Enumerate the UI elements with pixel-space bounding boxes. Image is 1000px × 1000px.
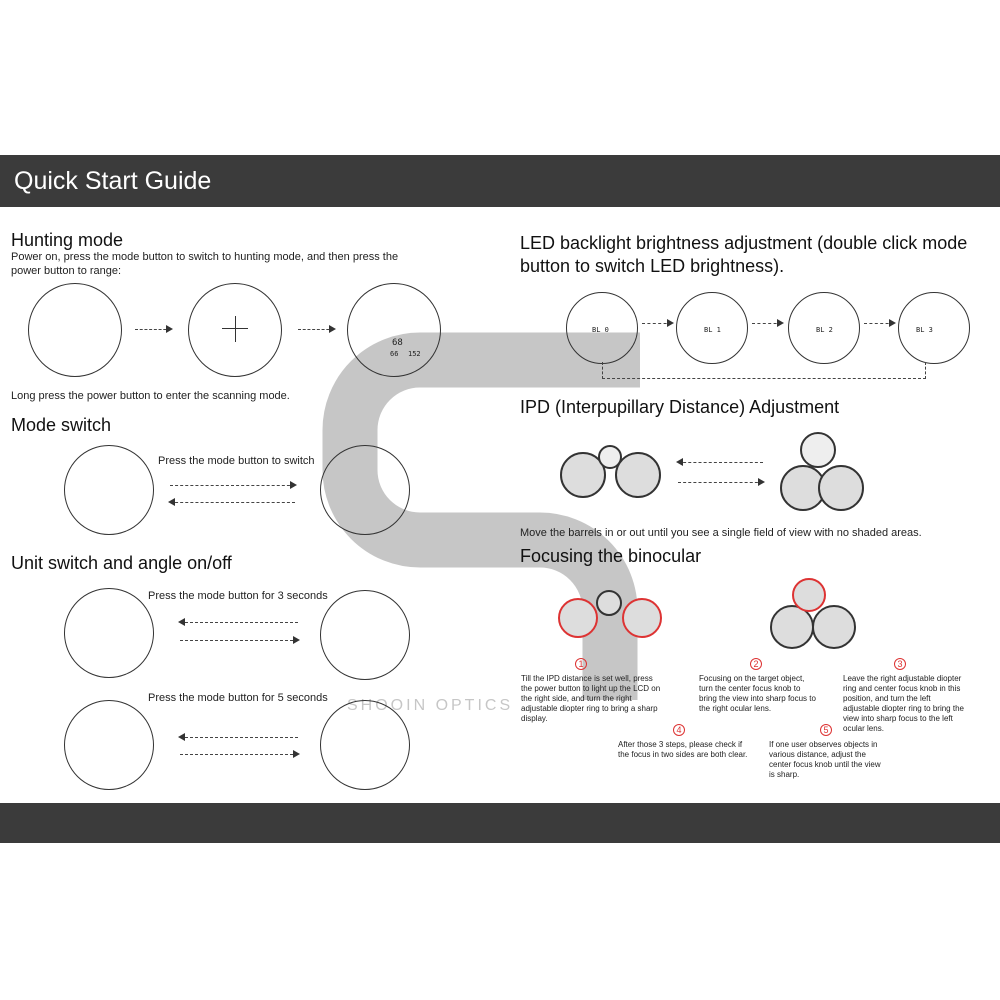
binocular-illustration (812, 605, 856, 649)
arrow-right (678, 478, 765, 486)
led-level: BL 2 (816, 326, 833, 334)
arrow-right (752, 319, 784, 327)
binocular-illustration (800, 432, 836, 468)
hunting-note: Long press the power button to enter the… (11, 390, 290, 402)
step-text: After those 3 steps, please check if the… (618, 740, 748, 759)
step-number: 1 (575, 658, 587, 670)
step-number: 2 (750, 658, 762, 670)
binocular-illustration (622, 598, 662, 638)
header-bar (0, 155, 1000, 207)
led-circle (676, 292, 748, 364)
unit-instruction-3s: Press the mode button for 3 seconds (148, 590, 328, 602)
lcd-circle (320, 590, 410, 680)
mode-switch-title: Mode switch (11, 415, 112, 435)
lcd-circle (64, 588, 154, 678)
binocular-illustration (770, 605, 814, 649)
lcd-circle (64, 445, 154, 535)
step-text: If one user observes objects in various … (769, 740, 881, 779)
lcd-circle (320, 445, 410, 535)
lcd-circle (188, 283, 282, 377)
binocular-illustration (598, 445, 622, 469)
lcd-distance: 68 (392, 338, 403, 348)
binocular-illustration (615, 452, 661, 498)
arrow-left (178, 733, 298, 741)
crosshair-icon (235, 316, 236, 342)
unit-instruction-5s: Press the mode button for 5 seconds (148, 692, 328, 704)
step-text: Leave the right adjustable diopter ring … (843, 674, 964, 733)
arrow-right (864, 319, 896, 327)
arrow-left (178, 618, 298, 626)
lcd-height: 152 (408, 350, 421, 358)
arrow-right (180, 750, 300, 758)
lcd-circle (347, 283, 441, 377)
arrow-right (135, 325, 173, 333)
arrow-right (642, 319, 674, 327)
loop-arrow (602, 362, 926, 379)
binocular-illustration (792, 578, 826, 612)
hunting-title: Hunting mode (11, 230, 124, 250)
arrow-left (676, 458, 763, 466)
binocular-illustration (596, 590, 622, 616)
mode-switch-instruction: Press the mode button to switch (158, 455, 315, 467)
led-circle (788, 292, 860, 364)
led-title: LED backlight brightness adjustment (dou… (520, 233, 968, 276)
lcd-circle (320, 700, 410, 790)
ipd-title: IPD (Interpupillary Distance) Adjustment (520, 397, 840, 417)
focus-title: Focusing the binocular (520, 546, 702, 566)
ipd-desc: Move the barrels in or out until you see… (520, 527, 922, 539)
led-level: BL 0 (592, 326, 609, 334)
led-level: BL 3 (916, 326, 933, 334)
lcd-circle (28, 283, 122, 377)
led-circle (898, 292, 970, 364)
arrow-right (170, 481, 297, 489)
led-level: BL 1 (704, 326, 721, 334)
step-number: 3 (894, 658, 906, 670)
page-title: Quick Start Guide (14, 167, 212, 195)
step-text: Focusing on the target object, turn the … (699, 674, 816, 713)
lcd-angle: 66 (390, 350, 399, 358)
arrow-right (298, 325, 336, 333)
arrow-left (168, 498, 295, 506)
step-text: Till the IPD distance is set well, press… (521, 674, 661, 723)
lcd-circle (64, 700, 154, 790)
footer-bar (0, 803, 1000, 843)
binocular-illustration (558, 598, 598, 638)
arrow-right (180, 636, 300, 644)
step-number: 5 (820, 724, 832, 736)
binocular-illustration (818, 465, 864, 511)
hunting-desc: Power on, press the mode button to switc… (11, 251, 399, 277)
unit-title: Unit switch and angle on/off (11, 553, 232, 573)
step-number: 4 (673, 724, 685, 736)
